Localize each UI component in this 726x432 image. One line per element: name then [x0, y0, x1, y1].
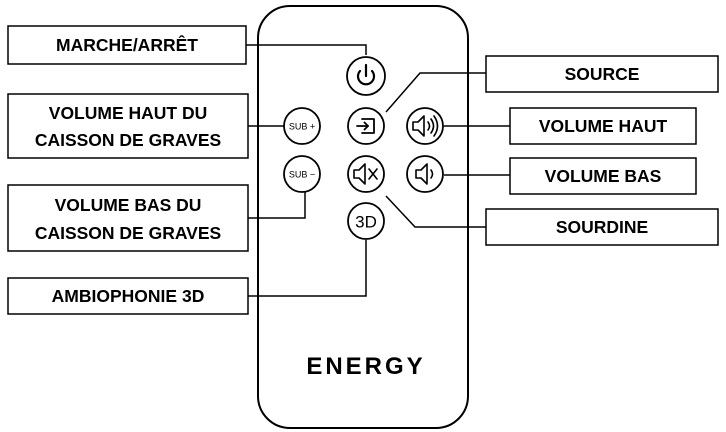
label-vol-up-text: VOLUME HAUT — [539, 116, 668, 136]
callout-lines — [246, 44, 510, 297]
callout-line-mute — [385, 195, 486, 228]
brand-logo: ENERGY — [306, 353, 425, 380]
label-sub-up-line1: VOLUME HAUT DU — [49, 103, 207, 123]
label-volume-down: VOLUME BAS — [509, 157, 697, 195]
label-mute: SOURDINE — [485, 208, 719, 246]
label-sub-up-line2: CAISSON DE GRAVES — [35, 130, 221, 150]
sub-minus-label: SUB − — [289, 170, 315, 180]
sub-plus-label: SUB + — [289, 122, 315, 132]
label-sub-volume-up: VOLUME HAUT DU CAISSON DE GRAVES — [7, 93, 249, 159]
label-surround-3d: AMBIOPHONIE 3D — [7, 277, 249, 315]
power-button[interactable] — [346, 56, 386, 96]
label-surround-text: AMBIOPHONIE 3D — [52, 286, 205, 306]
mute-button[interactable] — [347, 155, 385, 193]
three-d-label: 3D — [355, 213, 377, 232]
callout-line-surround — [248, 240, 367, 297]
three-d-button[interactable]: 3D — [347, 202, 385, 240]
label-source: SOURCE — [485, 55, 719, 93]
speaker-low-icon — [415, 163, 434, 185]
label-sub-volume-down: VOLUME BAS DU CAISSON DE GRAVES — [7, 184, 249, 252]
sub-minus-button[interactable]: SUB − — [283, 155, 321, 193]
speaker-loud-icon — [412, 115, 439, 137]
label-power-text: MARCHE/ARRÊT — [56, 34, 198, 55]
callout-line-power — [246, 44, 367, 55]
volume-down-button[interactable] — [406, 155, 444, 193]
callout-line-source — [385, 72, 486, 113]
power-icon — [356, 63, 376, 86]
label-volume-up: VOLUME HAUT — [509, 107, 697, 145]
label-source-text: SOURCE — [565, 64, 640, 84]
label-power: MARCHE/ARRÊT — [7, 25, 247, 65]
label-mute-text: SOURDINE — [556, 217, 648, 237]
label-sub-down-line2: CAISSON DE GRAVES — [35, 223, 221, 243]
speaker-mute-icon — [353, 163, 378, 185]
source-input-icon — [356, 118, 375, 134]
label-sub-down-line1: VOLUME BAS DU — [55, 195, 202, 215]
callout-line-sub-down — [248, 190, 306, 219]
sub-plus-button[interactable]: SUB + — [283, 107, 321, 145]
label-vol-down-text: VOLUME BAS — [545, 166, 662, 186]
source-button[interactable] — [347, 107, 385, 145]
volume-up-button[interactable] — [406, 107, 444, 145]
